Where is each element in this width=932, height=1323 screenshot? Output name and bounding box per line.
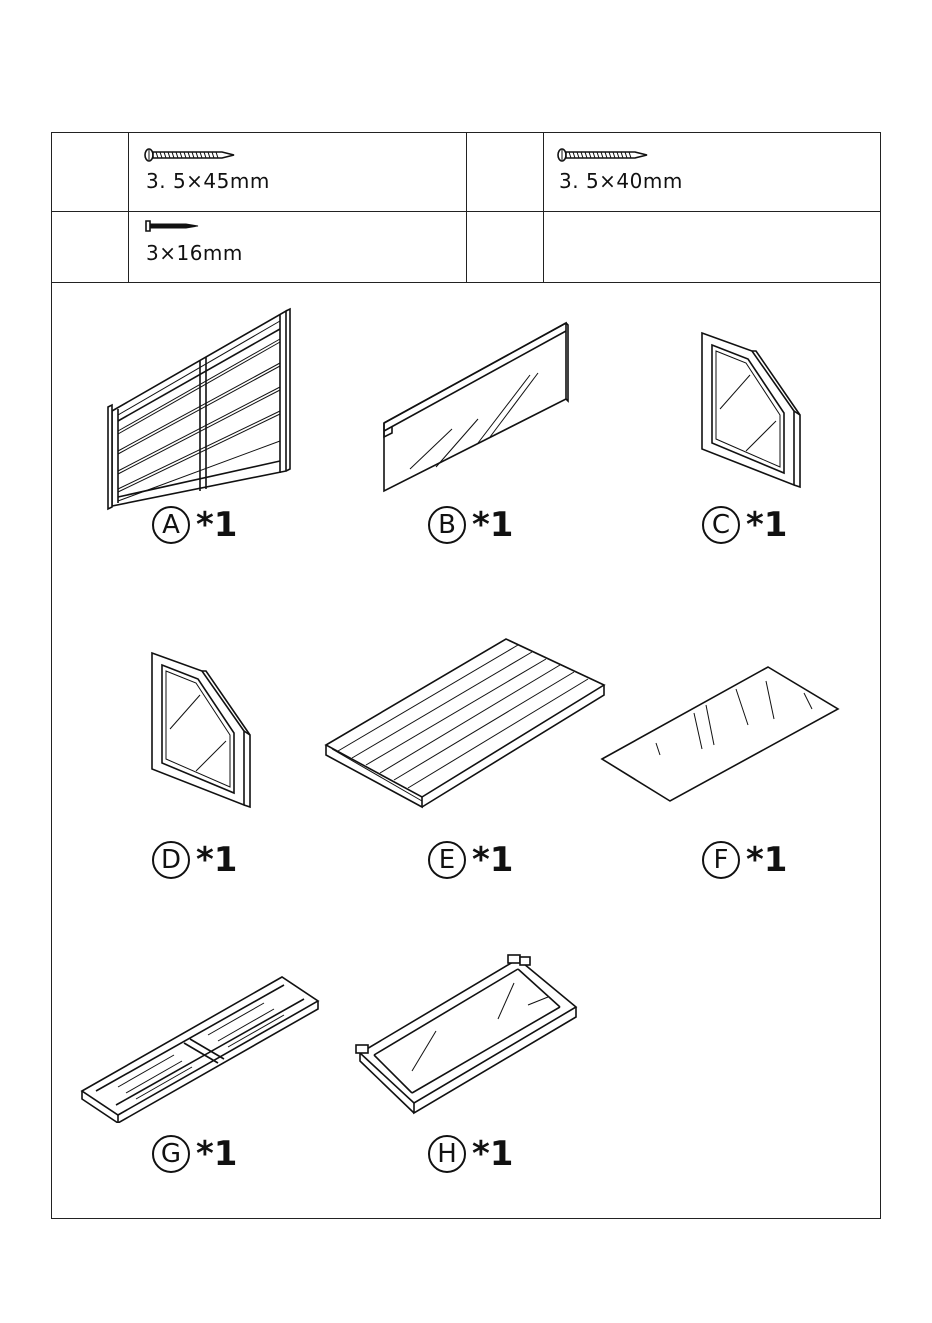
hinged-glass-lid-icon: [352, 953, 580, 1129]
part-label: C *1: [702, 506, 787, 544]
slatted-panel-icon: [104, 301, 294, 511]
table-divider: [128, 133, 129, 282]
part-label: E *1: [428, 841, 513, 879]
part-label: F *1: [702, 841, 787, 879]
hardware-item: 3. 5×45mm: [144, 147, 236, 168]
part-label: D *1: [152, 841, 237, 879]
part-quantity: *1: [746, 508, 787, 542]
short-screw-icon: [144, 219, 200, 233]
glass-sheet-icon: [598, 663, 842, 803]
part-label: G *1: [152, 1135, 237, 1173]
part-letter: H: [428, 1135, 466, 1173]
glass-panel-icon: [380, 319, 572, 499]
hardware-size-label: 3. 5×45mm: [146, 169, 270, 193]
part-letter: D: [152, 841, 190, 879]
angled-window-frame-icon: [698, 329, 810, 489]
long-screw-icon: [557, 147, 649, 163]
hardware-item: 3. 5×40mm: [557, 147, 649, 168]
part-quantity: *1: [196, 843, 237, 877]
part-quantity: *1: [746, 843, 787, 877]
part-quantity: *1: [472, 508, 513, 542]
table-divider: [543, 133, 544, 282]
long-screw-icon: [144, 147, 236, 163]
part-quantity: *1: [472, 1137, 513, 1171]
angled-window-frame-icon: [148, 649, 260, 809]
slotted-shelf-icon: [78, 973, 322, 1123]
part-letter: C: [702, 506, 740, 544]
part-quantity: *1: [196, 1137, 237, 1171]
hardware-item: 3×16mm: [144, 219, 200, 238]
part-letter: F: [702, 841, 740, 879]
slatted-floor-board-icon: [322, 637, 608, 817]
part-quantity: *1: [472, 843, 513, 877]
hardware-size-label: 3. 5×40mm: [559, 169, 683, 193]
part-label: B *1: [428, 506, 513, 544]
part-label: H *1: [428, 1135, 513, 1173]
part-quantity: *1: [196, 508, 237, 542]
parts-list-sheet: 3. 5×45mm 3. 5×40mm 3×16mm: [51, 132, 881, 1219]
part-letter: A: [152, 506, 190, 544]
part-letter: G: [152, 1135, 190, 1173]
hardware-size-label: 3×16mm: [146, 241, 243, 265]
table-divider: [466, 133, 467, 282]
table-divider: [52, 282, 880, 283]
part-letter: B: [428, 506, 466, 544]
part-label: A *1: [152, 506, 237, 544]
part-letter: E: [428, 841, 466, 879]
